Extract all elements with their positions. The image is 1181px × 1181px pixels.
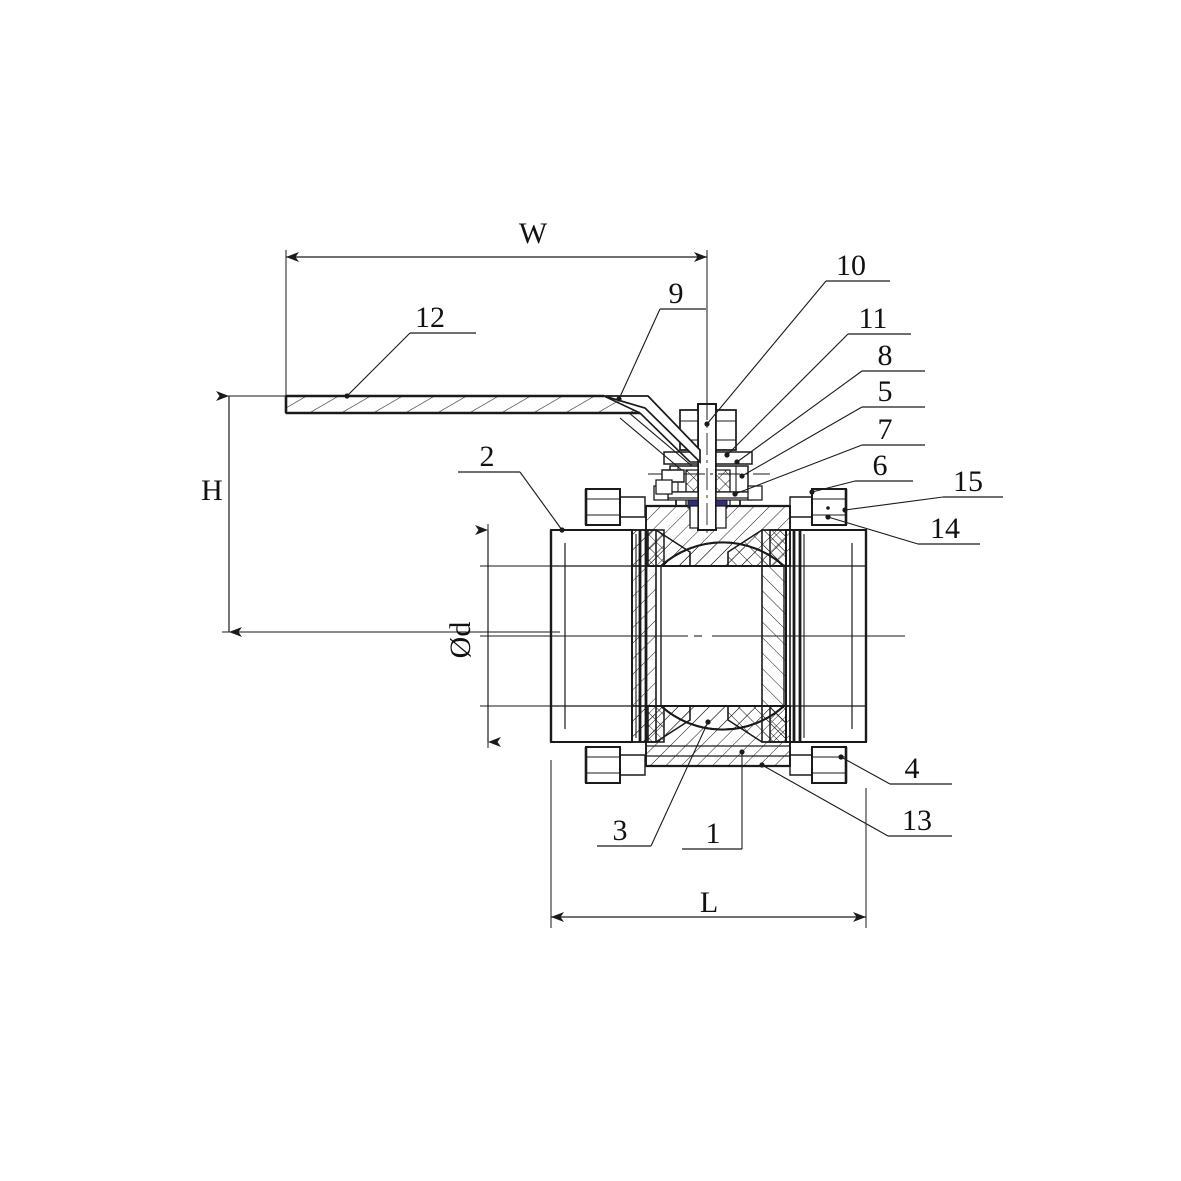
callout-label-7: 7 — [878, 413, 893, 446]
callout-label-15: 15 — [953, 465, 983, 498]
dimension-L — [550, 760, 867, 928]
leader-8 — [734, 370, 863, 465]
body-bolt-top-left — [584, 488, 646, 526]
callout-label-6: 6 — [873, 449, 888, 482]
dimension-label-bore-diameter: Ød — [444, 622, 477, 659]
callout-label-2: 2 — [480, 440, 495, 473]
callout-leaders — [344, 280, 944, 849]
leader-10 — [704, 280, 827, 427]
dimension-label-W: W — [519, 217, 548, 250]
stem-assembly — [648, 398, 770, 534]
callout-label-9: 9 — [669, 277, 684, 310]
leader-12 — [344, 332, 411, 399]
callout-label-10: 10 — [836, 249, 866, 282]
leader-9 — [616, 308, 661, 402]
callout-label-1: 1 — [706, 817, 721, 850]
callout-label-8: 8 — [878, 339, 893, 372]
callout-label-5: 5 — [878, 375, 893, 408]
callout-label-11: 11 — [859, 302, 888, 335]
callout-label-12: 12 — [415, 301, 445, 334]
leader-4 — [838, 754, 891, 785]
centerlines — [480, 565, 905, 707]
callout-label-14: 14 — [930, 512, 960, 545]
leader-2 — [519, 471, 565, 533]
callout-label-3: 3 — [613, 814, 628, 847]
leader-15 — [842, 496, 944, 513]
handle-lever — [284, 394, 701, 495]
dimension-W — [285, 250, 708, 420]
dimension-H — [216, 391, 560, 637]
leader-14 — [825, 514, 919, 545]
leader-11 — [724, 333, 849, 458]
body-bolt-bottom-left — [584, 746, 646, 784]
leader-6 — [809, 480, 856, 495]
leader-3 — [650, 719, 711, 847]
leader-5 — [739, 406, 863, 479]
body-bolt-top-right — [789, 488, 848, 526]
leader-13 — [759, 762, 889, 837]
valve-assembly — [284, 394, 905, 784]
callout-label-4: 4 — [905, 752, 920, 785]
leader-7 — [732, 444, 863, 497]
dimension-label-H: H — [201, 474, 223, 507]
callout-label-13: 13 — [902, 804, 932, 837]
callout-shelves — [410, 280, 1003, 850]
body-bolt-bottom-right — [789, 746, 848, 784]
dimension-layer — [216, 250, 867, 928]
dimension-label-L: L — [700, 886, 718, 919]
